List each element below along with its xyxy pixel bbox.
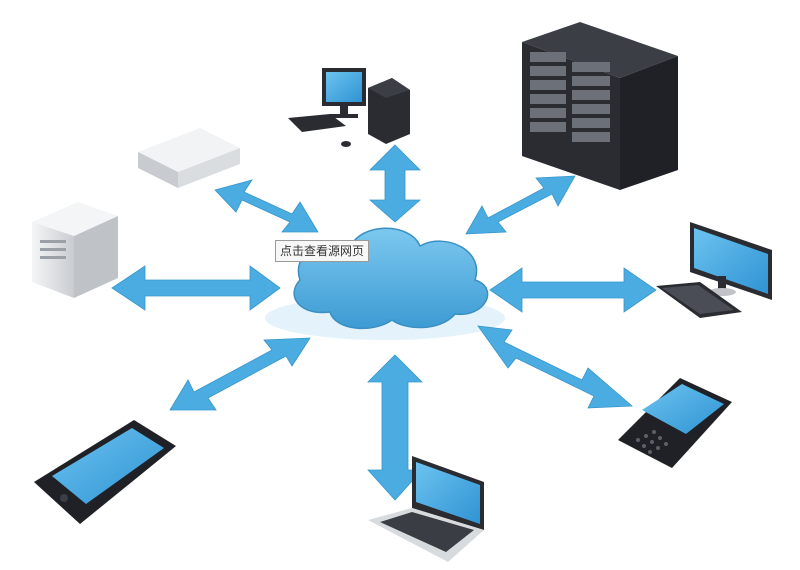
connection-arrows <box>111 144 657 501</box>
rack-unit-server-icon <box>138 128 240 188</box>
arrow-top <box>368 144 422 223</box>
monitor-keyboard-icon <box>656 222 772 318</box>
qwerty-phone-icon <box>618 378 732 468</box>
laptop-icon <box>368 456 484 562</box>
touchscreen-phone-icon <box>34 420 176 524</box>
arrow-top-left <box>214 179 319 233</box>
arrow-left <box>111 265 281 311</box>
arrow-right <box>489 267 657 313</box>
arrow-bottom <box>367 354 423 501</box>
tower-server-icon <box>32 202 118 298</box>
server-rack-icon <box>522 22 678 190</box>
arrow-top-right <box>465 175 576 235</box>
view-source-link[interactable]: 点击查看源网页 <box>275 240 370 262</box>
arrow-bottom-right <box>477 325 634 409</box>
arrow-bottom-left <box>169 337 311 411</box>
desktop-computer-icon <box>288 68 410 147</box>
